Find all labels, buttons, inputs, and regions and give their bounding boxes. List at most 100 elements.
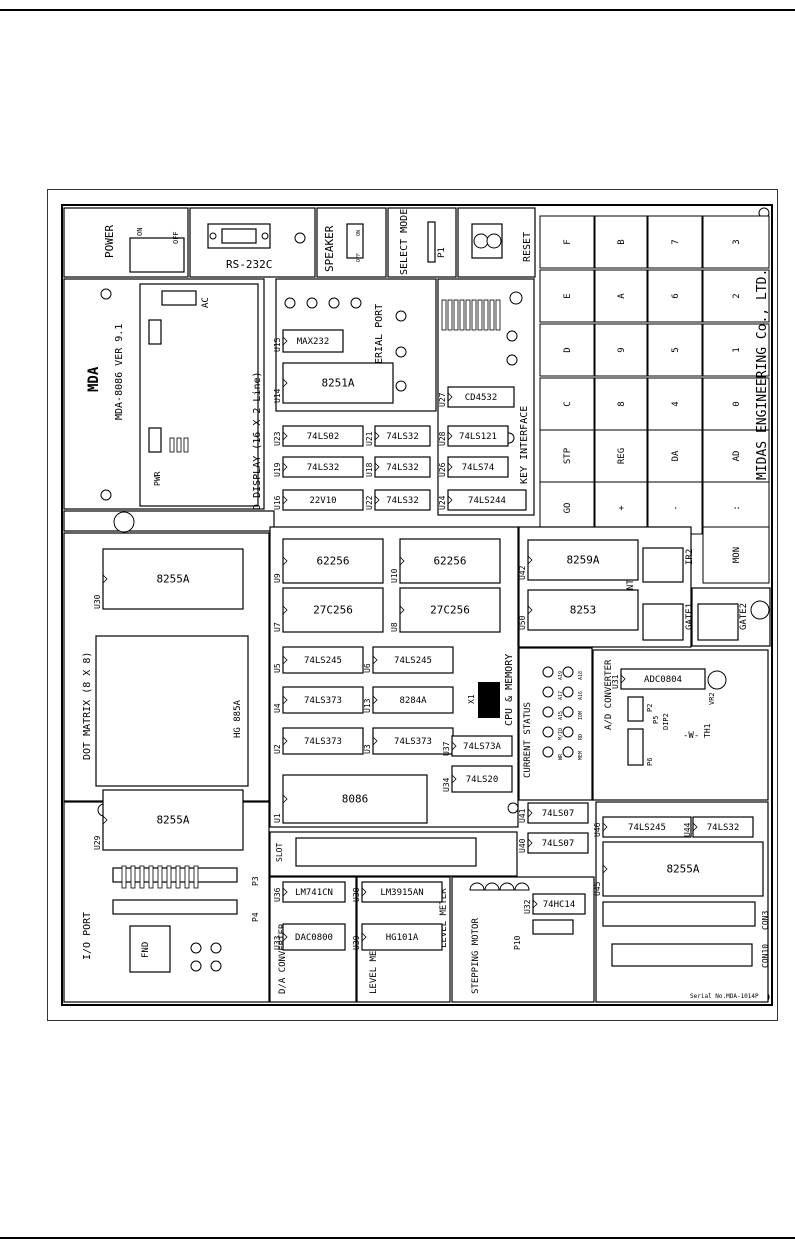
key-9[interactable]: 9 (594, 323, 648, 377)
chip-part: 74LS373 (304, 696, 342, 706)
slot-connector (295, 837, 477, 867)
key-5[interactable]: 5 (647, 323, 703, 377)
chip-id: U2 (273, 744, 282, 754)
key-label: 3 (732, 239, 742, 244)
chip-id: U23 (273, 431, 282, 446)
vr-strip (63, 510, 275, 533)
svg-text:ON: ON (136, 228, 144, 236)
key-label: A (617, 293, 627, 299)
key-D[interactable]: D (539, 323, 595, 377)
key-AD[interactable]: AD (702, 429, 770, 483)
key-7[interactable]: 7 (647, 215, 703, 269)
key-MON[interactable]: MON (702, 526, 770, 584)
select-mode-label: SELECT MODE (399, 209, 410, 275)
key-E[interactable]: E (539, 269, 595, 323)
status-led-label: M/IO (558, 728, 564, 740)
chip-part: 62256 (433, 555, 466, 568)
chip-part: HG101A (386, 933, 419, 943)
key-+[interactable]: + (594, 481, 648, 535)
chip-part: 8255A (156, 814, 189, 827)
key-:[interactable]: : (702, 481, 770, 535)
key-8[interactable]: 8 (594, 377, 648, 431)
chip-id: U19 (273, 462, 282, 477)
key-2[interactable]: 2 (702, 269, 770, 323)
key-B[interactable]: B (594, 215, 648, 269)
key-C[interactable]: C (539, 377, 595, 431)
power-section: POWER ON OFF (63, 207, 189, 278)
key-STP[interactable]: STP (539, 429, 595, 483)
chip-id: U4 (273, 703, 282, 713)
chip-part: LM741CN (295, 888, 333, 898)
chip-part: 74LS32 (386, 463, 419, 473)
key-GO[interactable]: GO (539, 481, 595, 535)
chip-id: U18 (365, 462, 374, 477)
key-0[interactable]: 0 (702, 377, 770, 431)
key-DA[interactable]: DA (647, 429, 703, 483)
status-led-label: RD (578, 734, 584, 740)
key-F[interactable]: F (539, 215, 595, 269)
pit-int-section: IR2 GATE1 GATE2 PIT & INT (518, 526, 771, 648)
top-rule (0, 9, 795, 11)
key-label: 1 (732, 347, 742, 352)
key-A[interactable]: A (594, 269, 648, 323)
chip-part: 74LS74 (462, 463, 495, 473)
key-label: STP (563, 447, 573, 464)
chip-id: U37 (442, 741, 451, 756)
chip-id: U5 (273, 663, 282, 673)
chip-id: U40 (518, 838, 527, 853)
key-1[interactable]: 1 (702, 323, 770, 377)
status-led-label: A16 (578, 691, 584, 700)
io-port-label: I/O PORT (82, 912, 93, 960)
chip-part: DAC0800 (295, 933, 333, 943)
svg-text:P1: P1 (437, 247, 447, 258)
chip-part: 8253 (570, 604, 597, 617)
speaker-label: SPEAKER (323, 225, 336, 272)
key-3[interactable]: 3 (702, 215, 770, 269)
status-led-label: A15 (558, 711, 564, 720)
status-led (562, 686, 574, 698)
con3-connector (602, 901, 756, 927)
svg-text:OFF: OFF (356, 253, 362, 262)
chip-id: U21 (365, 431, 374, 446)
chip-id: U16 (273, 495, 282, 510)
key-6[interactable]: 6 (647, 269, 703, 323)
status-led (542, 726, 554, 738)
svg-text:DIP2: DIP2 (662, 713, 670, 730)
chip-id: U38 (352, 887, 361, 902)
chip-part: 74LS20 (466, 775, 499, 785)
chip-id: U8 (390, 622, 399, 632)
chip-id: U45 (593, 881, 602, 896)
key-4[interactable]: 4 (647, 377, 703, 431)
svg-text:LEVEL METER: LEVEL METER (439, 888, 449, 948)
chip-part: MAX232 (297, 337, 330, 347)
chip-id: U28 (438, 431, 447, 446)
status-led-label: A19 (558, 671, 564, 680)
key-label: 4 (671, 401, 681, 406)
select-mode-section: SELECT MODE P1 (387, 207, 457, 278)
chip-part: 74LS73A (463, 742, 502, 752)
svg-text:SLOT: SLOT (275, 843, 284, 862)
chip-part: 74LS07 (542, 809, 575, 819)
key-REG[interactable]: REG (594, 429, 648, 483)
key--[interactable]: - (647, 481, 703, 535)
stepping-motor-section: STEPPING MOTOR P10 (451, 876, 595, 1003)
status-led-label: A17 (558, 691, 564, 700)
